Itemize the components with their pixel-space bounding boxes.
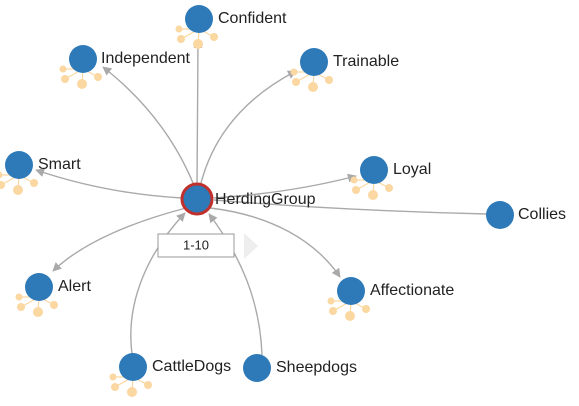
hub-dot bbox=[368, 190, 378, 200]
node-herding-group-circle[interactable] bbox=[180, 182, 214, 216]
paging-control: 1-10 bbox=[157, 233, 258, 259]
hub-dot bbox=[50, 301, 58, 309]
hub-dot bbox=[33, 307, 43, 317]
node-sheepdogs-label[interactable]: Sheepdogs bbox=[276, 359, 357, 376]
node-alert-circle[interactable] bbox=[25, 273, 53, 301]
hub-dot bbox=[17, 303, 25, 311]
node-sheepdogs-circle[interactable] bbox=[243, 354, 271, 382]
triangle-right-icon[interactable] bbox=[244, 233, 258, 259]
paging-box[interactable] bbox=[157, 233, 235, 258]
node-sheepdogs[interactable]: Sheepdogs bbox=[243, 354, 357, 382]
node-affectionate-circle[interactable] bbox=[337, 277, 365, 305]
node-independent-label[interactable]: Independent bbox=[101, 50, 191, 67]
node-affectionate[interactable]: Affectionate bbox=[337, 277, 454, 305]
hub-cluster bbox=[350, 176, 393, 200]
edge-loyal bbox=[213, 173, 357, 199]
edge-cattledogs bbox=[130, 212, 186, 355]
node-collies[interactable]: Collies bbox=[486, 201, 566, 229]
hub-dot bbox=[0, 181, 5, 189]
hub-dot bbox=[350, 176, 358, 184]
edge-alert bbox=[52, 207, 187, 272]
hub-dot bbox=[177, 35, 185, 43]
node-cattledogs-circle[interactable] bbox=[119, 353, 147, 381]
node-herding-group-label[interactable]: HerdingGroup bbox=[215, 191, 316, 208]
paging-label: 1-10 bbox=[183, 237, 209, 252]
hub-dot bbox=[111, 383, 119, 391]
node-alert-label[interactable]: Alert bbox=[58, 278, 91, 295]
node-trainable-circle[interactable] bbox=[300, 48, 328, 76]
node-cattledogs-label[interactable]: CattleDogs bbox=[152, 358, 231, 375]
node-confident[interactable]: Confident bbox=[185, 5, 287, 33]
hub-dot bbox=[13, 185, 23, 195]
edge-independent bbox=[102, 66, 194, 184]
hub-cluster bbox=[290, 68, 333, 92]
hub-dot bbox=[15, 293, 23, 301]
edges bbox=[35, 39, 488, 356]
hub-dot bbox=[127, 387, 137, 397]
hub-dot bbox=[30, 179, 38, 187]
hub-dot bbox=[327, 297, 335, 305]
node-collies-circle[interactable] bbox=[486, 201, 514, 229]
hub-clusters bbox=[0, 25, 393, 397]
node-smart[interactable]: Smart bbox=[5, 151, 81, 179]
node-trainable-label[interactable]: Trainable bbox=[333, 53, 399, 70]
hub-dot bbox=[308, 82, 318, 92]
node-loyal[interactable]: Loyal bbox=[360, 156, 431, 184]
hub-dot bbox=[352, 186, 360, 194]
edge-smart bbox=[35, 168, 183, 199]
hub-dot bbox=[77, 79, 87, 89]
hub-dot bbox=[175, 25, 183, 33]
hub-dot bbox=[290, 68, 298, 76]
hub-dot bbox=[362, 305, 370, 313]
hub-dot bbox=[94, 73, 102, 81]
hub-dot bbox=[345, 311, 355, 321]
node-confident-circle[interactable] bbox=[185, 5, 213, 33]
node-loyal-circle[interactable] bbox=[360, 156, 388, 184]
node-alert[interactable]: Alert bbox=[25, 273, 91, 301]
hub-dot bbox=[292, 78, 300, 86]
hub-dot bbox=[0, 171, 3, 179]
node-collies-label[interactable]: Collies bbox=[518, 206, 566, 223]
node-trainable[interactable]: Trainable bbox=[300, 48, 399, 76]
node-herding-group[interactable]: HerdingGroup bbox=[180, 182, 316, 216]
node-cattledogs[interactable]: CattleDogs bbox=[119, 353, 231, 381]
hub-dot bbox=[325, 76, 333, 84]
edge-trainable bbox=[200, 70, 297, 184]
node-smart-circle[interactable] bbox=[5, 151, 33, 179]
hub-dot bbox=[59, 65, 67, 73]
node-loyal-label[interactable]: Loyal bbox=[393, 161, 431, 178]
node-smart-label[interactable]: Smart bbox=[38, 156, 81, 173]
node-confident-label[interactable]: Confident bbox=[218, 10, 287, 27]
hub-dot bbox=[329, 307, 337, 315]
edge-confident bbox=[193, 39, 203, 185]
hub-dot bbox=[144, 381, 152, 389]
node-independent[interactable]: Independent bbox=[69, 45, 191, 73]
edge-affectionate bbox=[209, 207, 341, 278]
edge-collies bbox=[213, 199, 488, 215]
hub-dot bbox=[61, 75, 69, 83]
node-affectionate-label[interactable]: Affectionate bbox=[370, 282, 454, 299]
hub-dot bbox=[385, 184, 393, 192]
nodes: Confident Independent Trainable Smart Lo… bbox=[5, 5, 566, 382]
hub-dot bbox=[210, 33, 218, 41]
hub-cluster bbox=[15, 293, 58, 317]
node-independent-circle[interactable] bbox=[69, 45, 97, 73]
hub-dot bbox=[109, 373, 117, 381]
hub-dot bbox=[193, 39, 203, 49]
edge-sheepdogs bbox=[208, 213, 263, 356]
